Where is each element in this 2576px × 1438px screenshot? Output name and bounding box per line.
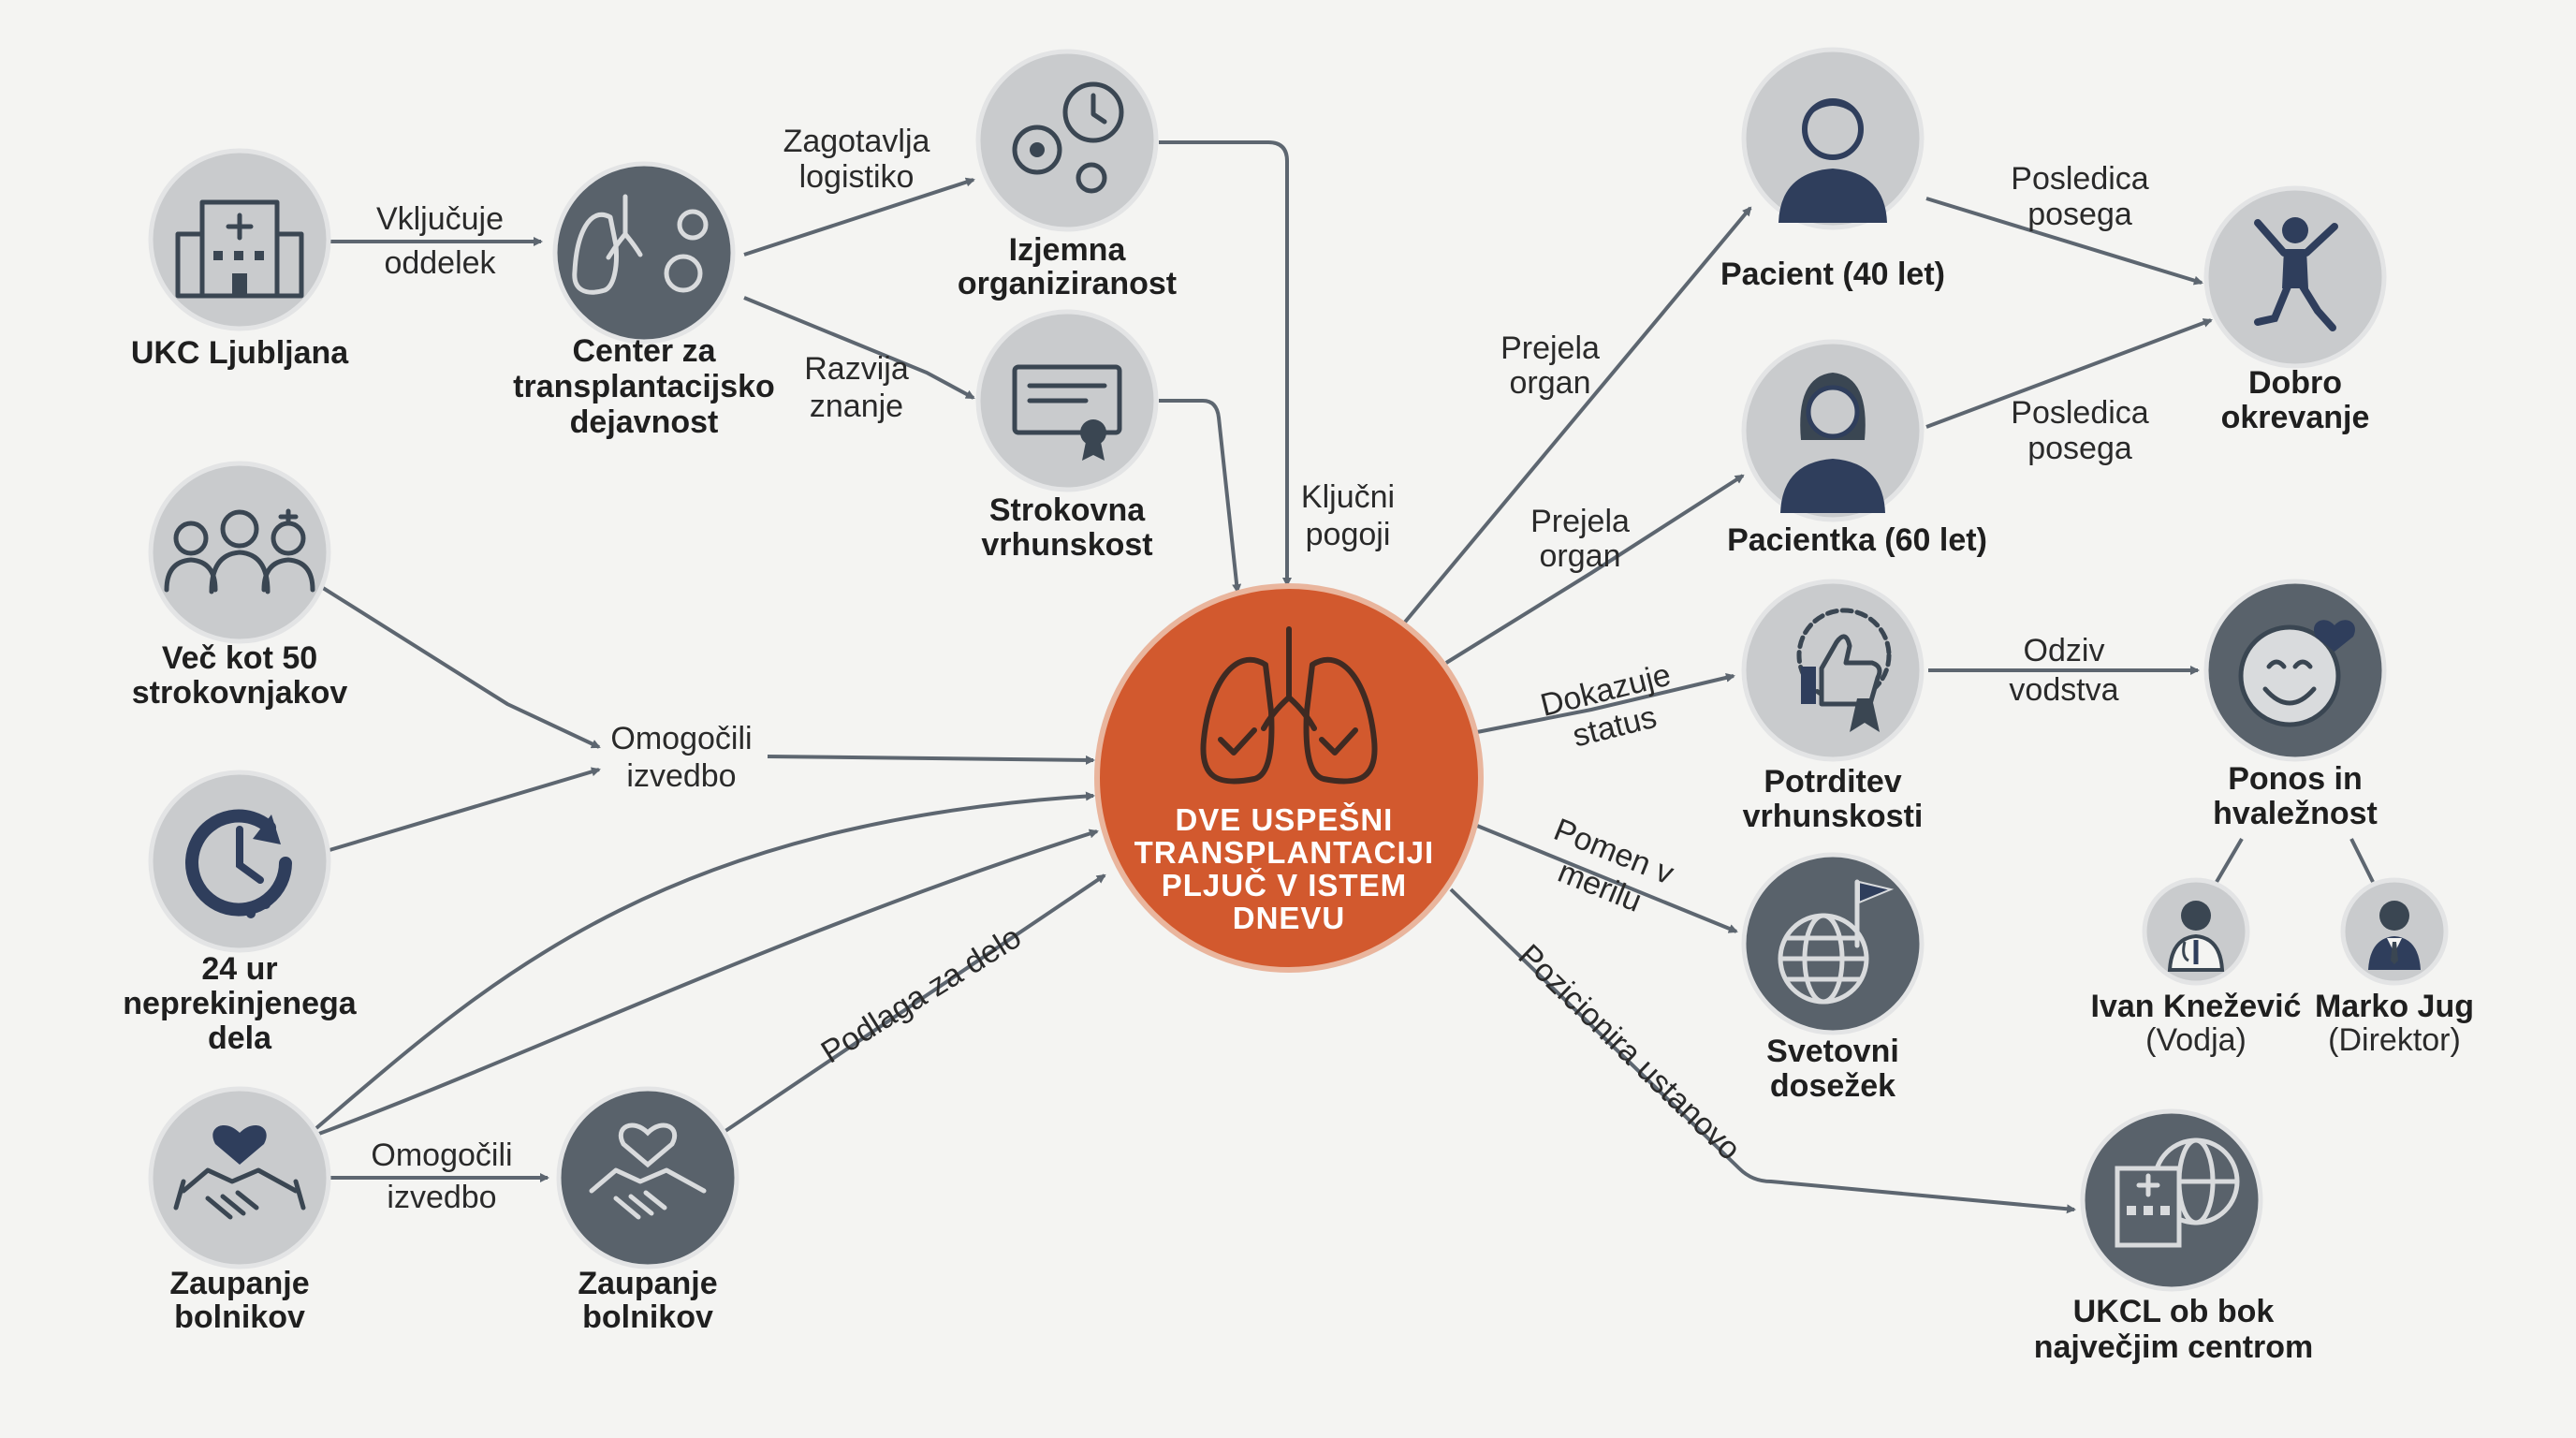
node-circle [2340, 877, 2449, 986]
medical-team-icon [164, 508, 315, 594]
edge-central-patient40 [1400, 206, 1752, 627]
central-title: DVE USPEŠNI TRANSPLANTACIJI PLJUČ V ISTE… [1134, 801, 1444, 935]
person-name: Marko Jug [2315, 989, 2474, 1024]
hospital-globe-icon [2115, 1137, 2240, 1248]
node-title: UKC Ljubljana [131, 335, 349, 371]
businessman-avatar-icon [2368, 901, 2421, 970]
connectors [315, 140, 2375, 1214]
edge-central-confirm [1476, 672, 1735, 734]
edge-omogocili-central [767, 755, 1095, 765]
man-avatar-icon [1778, 98, 1887, 223]
central-node[interactable]: DVE USPEŠNI TRANSPLANTACIJI PLJUČ V ISTE… [1094, 583, 1484, 973]
edge-patient60-recovery [1925, 318, 2213, 429]
doctor-avatar-icon [2167, 901, 2225, 972]
woman-avatar-icon [1780, 373, 1885, 513]
edge-pride-marko [2349, 838, 2375, 883]
edge-expert-central [1159, 399, 1242, 594]
edge-org-central [1159, 140, 1292, 587]
handshake-heart-icon [173, 1124, 306, 1220]
person-role: (Direktor) [2328, 1022, 2461, 1058]
smiley-heart-icon [2238, 620, 2355, 727]
node-ivan[interactable]: Ivan Knežević (Vodja) [2091, 877, 2302, 1058]
certificate-icon [1012, 364, 1122, 461]
edge-center-expert [743, 296, 975, 400]
edge-patient40-recovery [1925, 197, 2203, 286]
edge-central-ukcl [1449, 888, 2076, 1214]
edge-trust1-central-b [315, 829, 1099, 1137]
edge-center-org [743, 177, 975, 257]
handshake-heart-icon [589, 1123, 707, 1220]
node-circle [552, 161, 736, 345]
lungs-gears-icon [572, 194, 709, 295]
clock-icon [185, 809, 292, 918]
gears-clock-icon [1012, 81, 1124, 194]
node-ukc-ljubljana[interactable]: UKC Ljubljana [131, 148, 349, 371]
thumbs-up-badge-icon [1796, 608, 1892, 732]
jumping-person-icon [2254, 217, 2338, 331]
node-circle [1741, 852, 1925, 1035]
person-role: (Vodja) [2145, 1022, 2247, 1058]
edge-pride-ivan [2215, 837, 2244, 884]
globe-flag-icon [1778, 879, 1895, 1005]
node-marko[interactable]: Marko Jug (Direktor) [2315, 877, 2474, 1058]
node-patient-60[interactable]: Pacientka (60 let) [1727, 339, 1987, 558]
hospital-icon [175, 199, 304, 299]
node-patient-40[interactable]: Pacient (40 let) [1720, 47, 1945, 292]
edge-central-world [1476, 824, 1738, 933]
edge-hours-omogocili [329, 767, 601, 852]
central-circle [1094, 583, 1484, 973]
node-circle [975, 49, 1159, 232]
node-circle [1741, 47, 1925, 230]
edge-central-patient60 [1444, 474, 1745, 665]
node-title: Pacientka (60 let) [1727, 522, 1987, 558]
node-title: Pacient (40 let) [1720, 257, 1945, 292]
edge-staff-omogocili [321, 586, 601, 749]
lungs-check-icon [1200, 626, 1378, 785]
edge-trust2-central [724, 873, 1106, 1133]
edge-trust1-central-a [315, 791, 1095, 1130]
person-name: Ivan Knežević [2091, 989, 2302, 1024]
